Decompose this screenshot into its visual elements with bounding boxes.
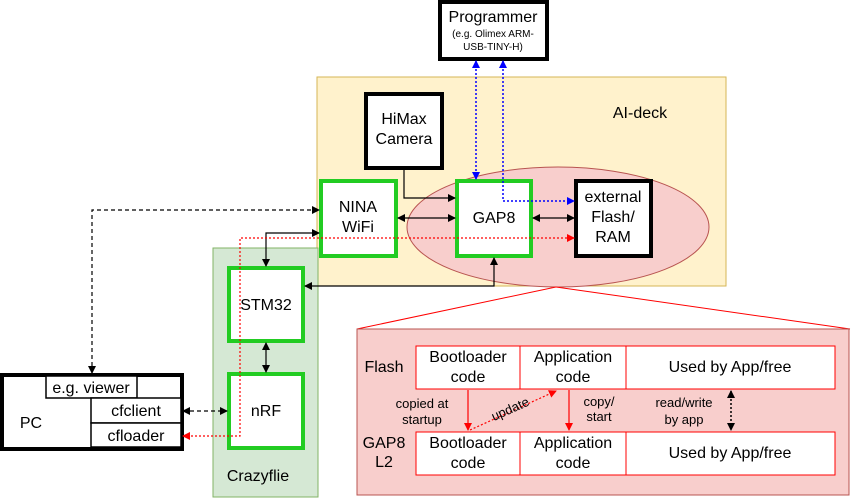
copied-label-1: copied at <box>396 396 449 411</box>
nrf-label: nRF <box>251 403 281 420</box>
zoom-line-left <box>356 286 557 330</box>
ext-flash-line-3: RAM <box>595 229 631 246</box>
crazyflie-label: Crazyflie <box>227 468 289 485</box>
flash-bootloader-line-1: Bootloader <box>429 349 507 366</box>
l2-row-label-2: L2 <box>375 454 393 471</box>
pc-cfclient-label: cfclient <box>111 403 161 420</box>
flash-application-line-2: code <box>556 369 591 386</box>
l2-bootloader-line-2: code <box>451 455 486 472</box>
link-programmer-flash <box>499 60 575 205</box>
pc-cfloader-label: cfloader <box>108 428 166 445</box>
copy-start-label-1: copy/ <box>583 394 614 409</box>
zoom-line-right <box>555 286 851 330</box>
gap8-label: GAP8 <box>473 210 516 227</box>
himax-line-1: HiMax <box>381 111 426 128</box>
l2-free-cell <box>625 431 836 476</box>
flash-free-label: Used by App/free <box>669 359 792 376</box>
l2-bootloader-line-1: Bootloader <box>429 435 507 452</box>
pc-cfloader-box <box>90 422 182 448</box>
flash-row-label: Flash <box>364 359 403 376</box>
programmer-subtitle-2: USB-TINY-H) <box>463 42 523 53</box>
l2-application-line-2: code <box>556 455 591 472</box>
l2-application-line-1: Application <box>534 435 612 452</box>
ext-flash-line-2: Flash/ <box>591 209 635 226</box>
link-himax-gap8 <box>403 170 456 202</box>
read-write-label-2: by app <box>664 412 703 427</box>
programmer-subtitle-1: (e.g. Olimex ARM- <box>452 29 534 40</box>
flash-application-cell <box>519 345 627 390</box>
l2-bootloader-cell <box>415 431 521 476</box>
nina-line-1: NINA <box>339 199 378 216</box>
programmer-title: Programmer <box>449 9 539 26</box>
pc-viewer-label: e.g. viewer <box>52 380 130 397</box>
copy-start-label-2: start <box>586 409 612 424</box>
link-cfloader-flash <box>182 234 575 440</box>
flash-bootloader-cell <box>415 345 521 390</box>
pc-label: PC <box>20 415 42 432</box>
himax-line-2: Camera <box>376 131 433 148</box>
l2-row-label-1: GAP8 <box>363 435 406 452</box>
pc-cfclient-box <box>90 397 182 424</box>
l2-free-label: Used by App/free <box>669 445 792 462</box>
copied-label-2: startup <box>402 412 442 427</box>
read-write-label-1: read/write <box>655 395 712 410</box>
l2-application-cell <box>519 431 627 476</box>
nina-line-2: WiFi <box>342 219 374 236</box>
flash-bootloader-line-2: code <box>451 369 486 386</box>
flash-application-line-1: Application <box>534 349 612 366</box>
ai-deck-label: AI-deck <box>613 105 668 122</box>
link-viewer-nina <box>88 206 320 374</box>
programmer-box <box>438 0 549 61</box>
gap8-domain-ellipse <box>406 166 710 288</box>
himax-camera-box <box>364 92 444 170</box>
external-flash-ram-box <box>574 179 653 258</box>
flash-free-cell <box>625 345 836 390</box>
ext-flash-line-1: external <box>585 189 642 206</box>
stm32-label: STM32 <box>240 297 292 314</box>
